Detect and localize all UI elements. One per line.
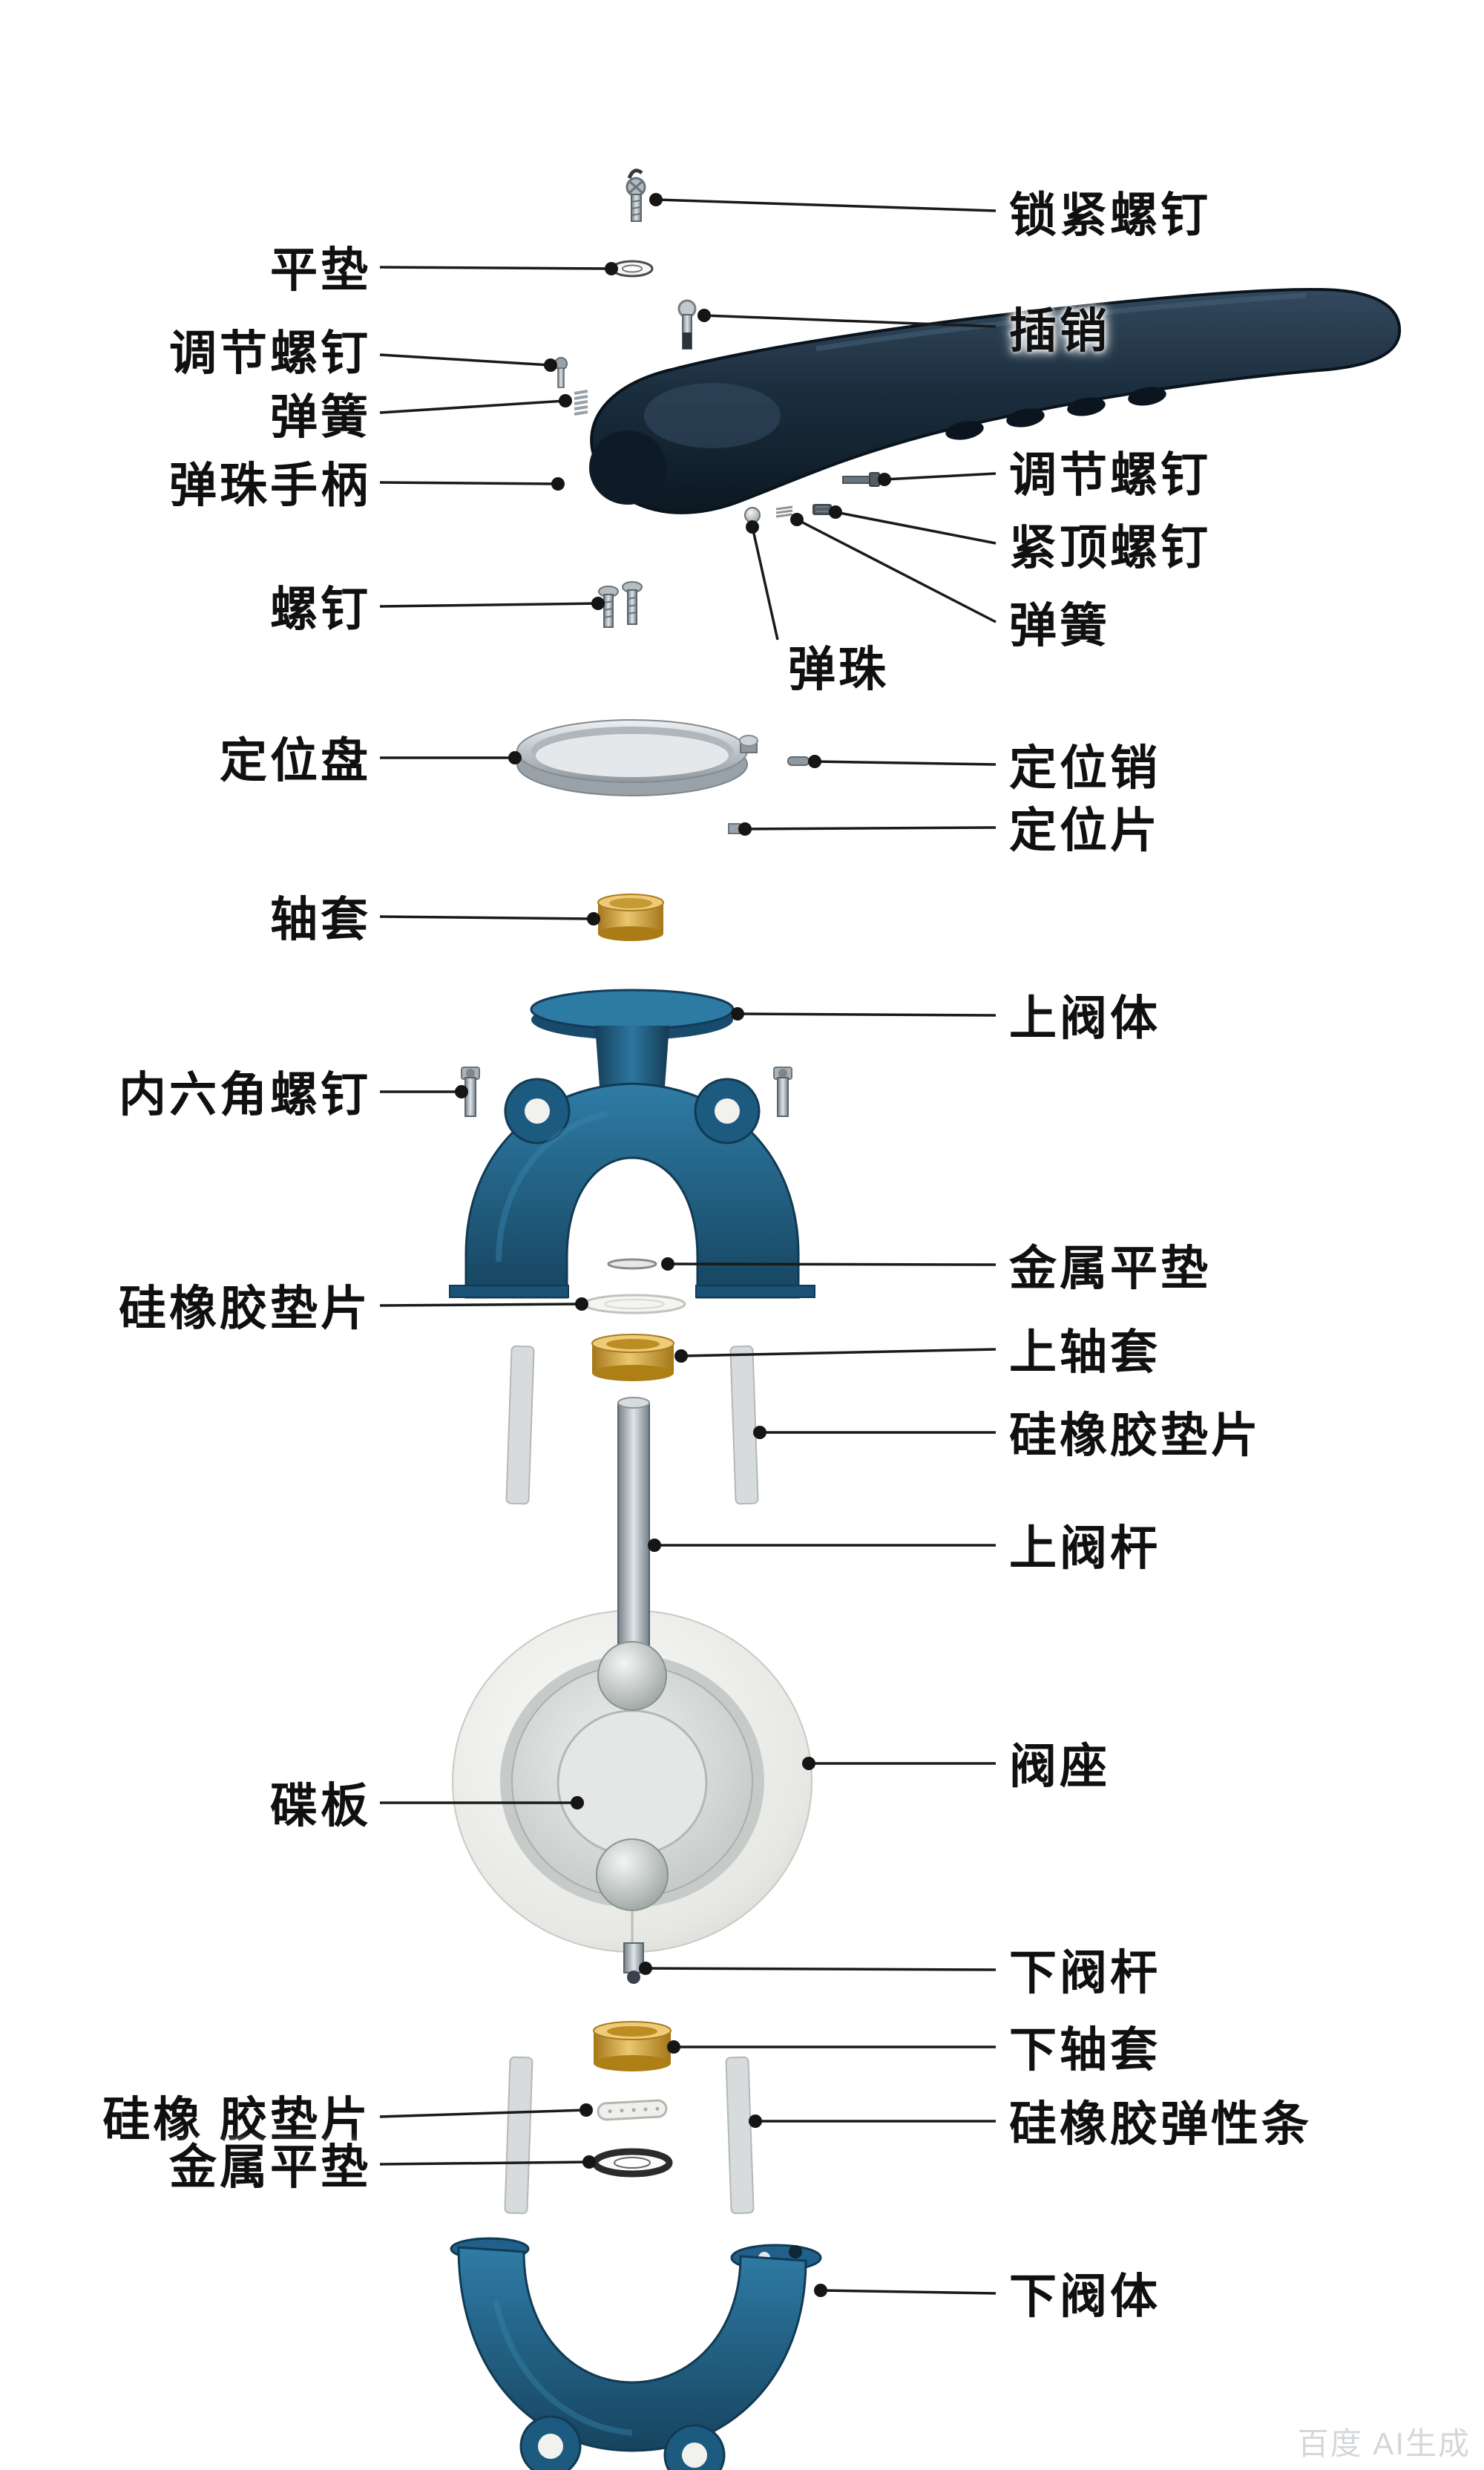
part-upper-shaft-sleeve: [591, 1334, 674, 1381]
label-adjust-screw-right: 调节螺钉: [1009, 448, 1211, 502]
part-disc-plate: [511, 1665, 753, 1898]
part-adjust-screw-right: [842, 472, 880, 487]
part-cotter-pin: [677, 299, 697, 350]
label-set-screw: 紧顶螺钉: [1009, 521, 1211, 574]
part-disc-bosses: [596, 1641, 669, 1911]
label-hex-socket-screw: 内六角螺钉: [119, 1068, 371, 1121]
part-silicone-gasket-upper: [582, 1294, 686, 1314]
label-lower-stem: 下阀杆: [1009, 1946, 1160, 1999]
watermark: 百度 AI生成: [1297, 2426, 1471, 2461]
label-lock-screw: 锁紧螺钉: [1009, 189, 1211, 242]
label-positioning-pin: 定位销: [1009, 741, 1160, 795]
part-silicone-strip-upper-left: [505, 1345, 535, 1505]
label-valve-seat: 阀座: [1009, 1740, 1110, 1793]
part-positioning-piece: [728, 823, 741, 834]
label-screws: 螺钉: [270, 583, 371, 636]
label-metal-washer-lower-left: 金属平垫: [169, 2140, 371, 2194]
label-spring-left: 弹簧: [270, 390, 371, 444]
label-positioning-piece: 定位片: [1009, 804, 1160, 857]
label-cotter-pin: 插销: [1009, 304, 1110, 358]
label-silicone-gasket-lower: 硅橡 胶垫片: [102, 2093, 371, 2146]
label-spring-right: 弹簧: [1009, 599, 1110, 652]
part-silicone-gasket-lower: [597, 2099, 668, 2121]
part-lower-valve-body: [450, 2237, 822, 2470]
label-silicone-gasket-right: 硅橡胶垫片: [1009, 1409, 1261, 1462]
part-silicone-strip-upper-right: [729, 1345, 759, 1505]
part-lower-shaft-sleeve: [593, 2021, 672, 2071]
label-ball: 弹珠: [788, 643, 889, 696]
leader-lines: [379, 193, 997, 2297]
label-adjust-screw-left: 调节螺钉: [169, 327, 371, 380]
label-silicone-elastic-strip: 硅橡胶弹性条: [1009, 2097, 1312, 2151]
part-silicone-strip-lower-right: [725, 2056, 755, 2215]
part-positioning-pin: [787, 756, 810, 766]
label-ball-handle: 弹珠手柄: [169, 459, 371, 512]
part-hex-socket-screws: [461, 1067, 792, 1117]
label-lower-shaft-sleeve: 下轴套: [1009, 2023, 1160, 2077]
label-upper-stem: 上阀杆: [1009, 1521, 1160, 1575]
part-positioning-disc: [516, 719, 758, 796]
part-lock-screw: [626, 168, 646, 222]
label-lower-valve-body: 下阀体: [1009, 2270, 1160, 2323]
part-spring-left: [574, 390, 588, 416]
part-metal-washer-lower: [591, 2148, 673, 2178]
label-disc-plate: 碟板: [270, 1779, 371, 1832]
part-upper-stem: [617, 1397, 650, 1686]
part-flat-washer: [611, 260, 654, 278]
label-shaft-sleeve: 轴套: [270, 893, 371, 946]
part-lower-stem: [623, 1942, 644, 1984]
label-positioning-disc: 定位盘: [220, 734, 371, 787]
label-metal-washer-upper: 金属平垫: [1009, 1242, 1211, 1295]
part-set-screw: [812, 504, 832, 515]
part-ball-handle: [589, 287, 1402, 514]
part-spring-right: [775, 505, 793, 518]
label-silicone-gasket-left: 硅橡胶垫片: [119, 1282, 371, 1335]
part-silicone-strip-lower-left: [504, 2056, 533, 2215]
part-metal-washer-upper: [607, 1258, 657, 1270]
part-shaft-sleeve: [597, 894, 664, 941]
label-upper-shaft-sleeve: 上轴套: [1009, 1326, 1160, 1379]
part-adjust-screw-left: [554, 357, 568, 388]
part-screws: [598, 581, 643, 628]
part-upper-valve-body: [449, 989, 815, 1299]
label-flat-washer: 平垫: [270, 243, 371, 297]
label-upper-valve-body: 上阀体: [1009, 992, 1160, 1045]
